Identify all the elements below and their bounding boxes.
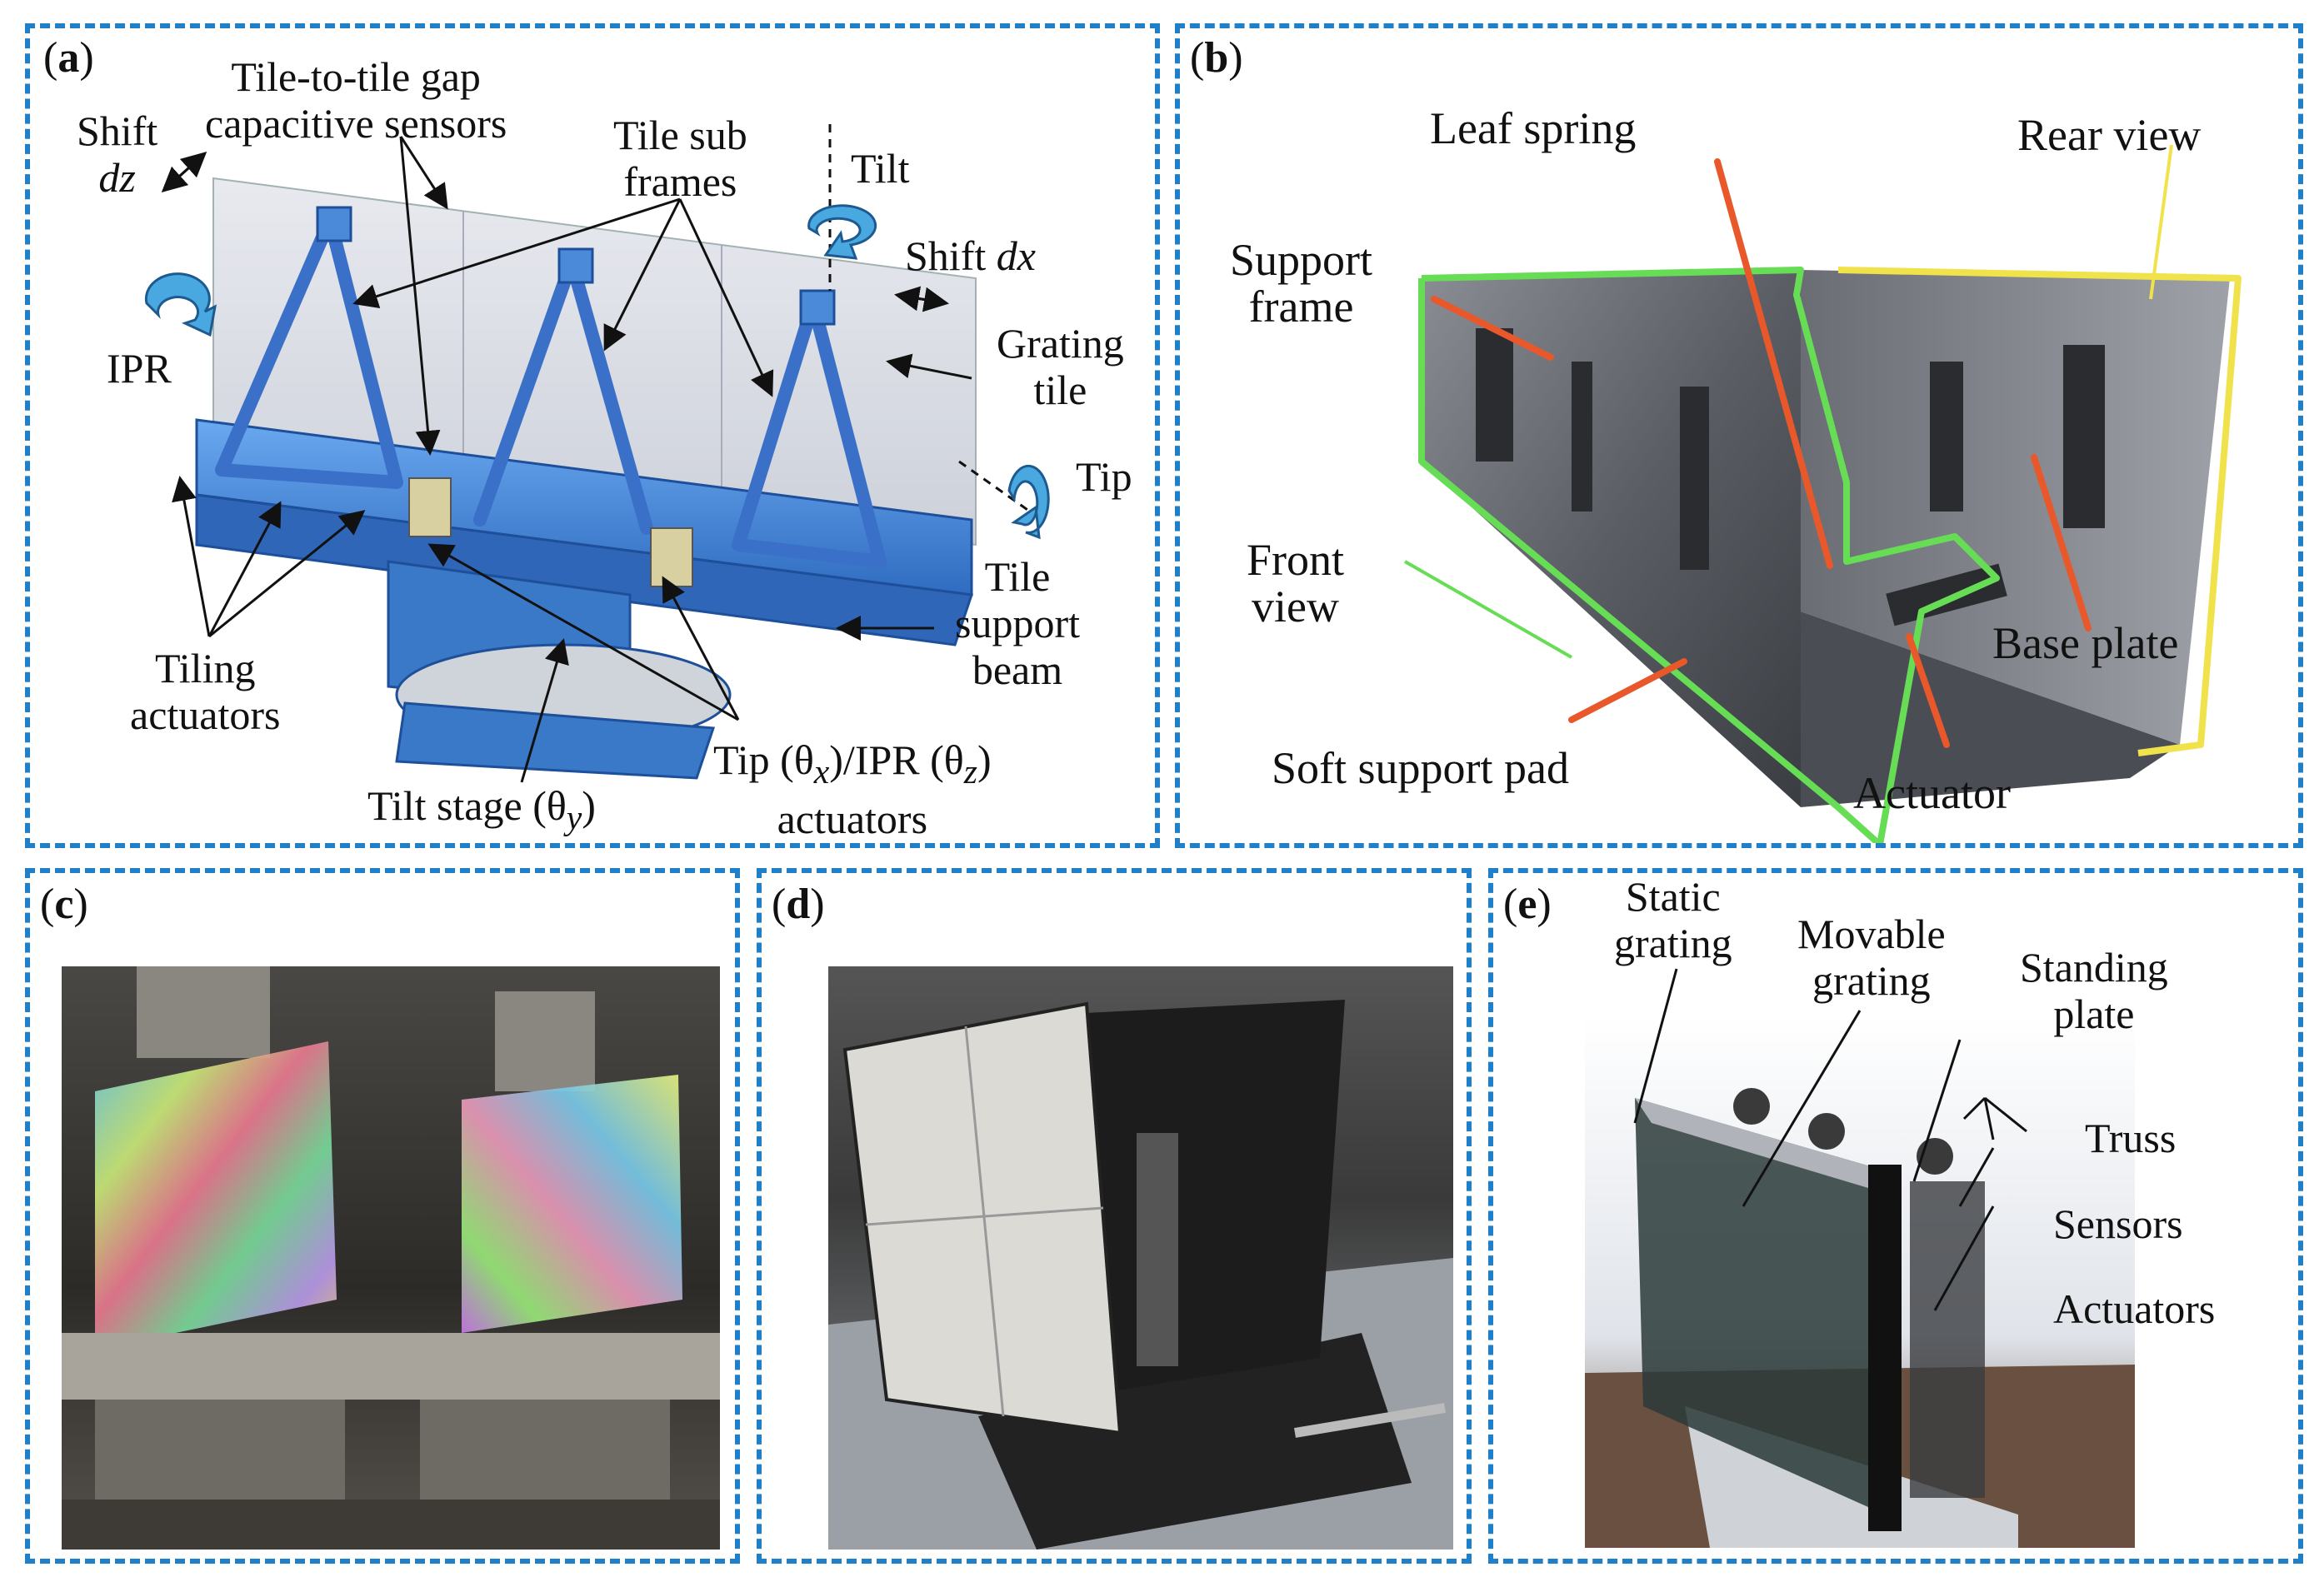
leader-lines [1633,968,2027,1311]
panel-e-tag: (e) [1503,881,1552,928]
label-support-frame: Support frame [1230,235,1373,332]
tip-ipr-actuator-blocks [408,477,693,587]
label-rear-view: Rear view [2017,110,2202,160]
label-tip-ipr-actuators: Tip (θx)/IPR (θz) actuators [713,736,992,842]
label-sensors: Sensors [2053,1200,2183,1247]
label-tilt-stage: Tilt stage (θy) [367,782,596,837]
label-tile-support-beam: Tile support beam [955,553,1080,693]
label-grating-tile: Grating tile [997,320,1124,413]
tiled-gratings-photo [62,966,720,1550]
label-base-plate: Base plate [1992,618,2179,668]
label-truss: Truss [2085,1115,2177,1161]
label-actuators: Actuators [2053,1285,2216,1332]
tile-sub-frames [215,213,887,568]
label-shift-dz: Shift dz [77,107,158,201]
panel-b: (b) Leaf spring Rear view Support frame … [1175,23,2303,848]
tiling-mechanism-photo [1404,144,2242,843]
panel-a-tag: (a) [43,34,94,82]
grating-assembly-photo [1585,1015,2135,1548]
label-standing-plate: Standing plate [2020,944,2168,1037]
panel-e: (e) Static grating Movable grating Stand… [1488,868,2303,1564]
leader-lines [161,124,1031,783]
panel-b-tag: (b) [1190,34,1243,82]
label-leaf-spring: Leaf spring [1430,103,1637,153]
label-actuator: Actuator [1853,768,2011,818]
label-front-view: Front view [1247,535,1345,631]
label-tile-gap-sensors: Tile-to-tile gap capacitive sensors [205,53,507,147]
panel-c-tag: (c) [40,881,88,928]
label-tip: Tip [1076,453,1132,500]
label-static-grating: Static grating [1614,873,1732,966]
tiled-mirror-photo [828,966,1453,1550]
leader-lines [1431,158,2092,748]
label-tile-sub-frames: Tile sub frames [613,112,747,205]
panel-d-tag: (d) [772,881,825,928]
panel-c: (c) [25,868,740,1564]
label-movable-grating: Movable grating [1797,911,1946,1004]
label-soft-support-pad: Soft support pad [1272,743,1569,793]
label-tilt: Tilt [851,145,910,192]
tiling-mount-illustration [144,124,1050,783]
label-shift-dx: Shift dx [905,232,1036,279]
label-tiling-actuators: Tiling actuators [130,645,281,738]
rotation-arrow-icons [144,204,1050,540]
panel-d: (d) [757,868,1472,1564]
panel-a: (a) Tile-to-tile gap capacitive sensors … [25,23,1160,848]
label-ipr: IPR [107,345,172,392]
